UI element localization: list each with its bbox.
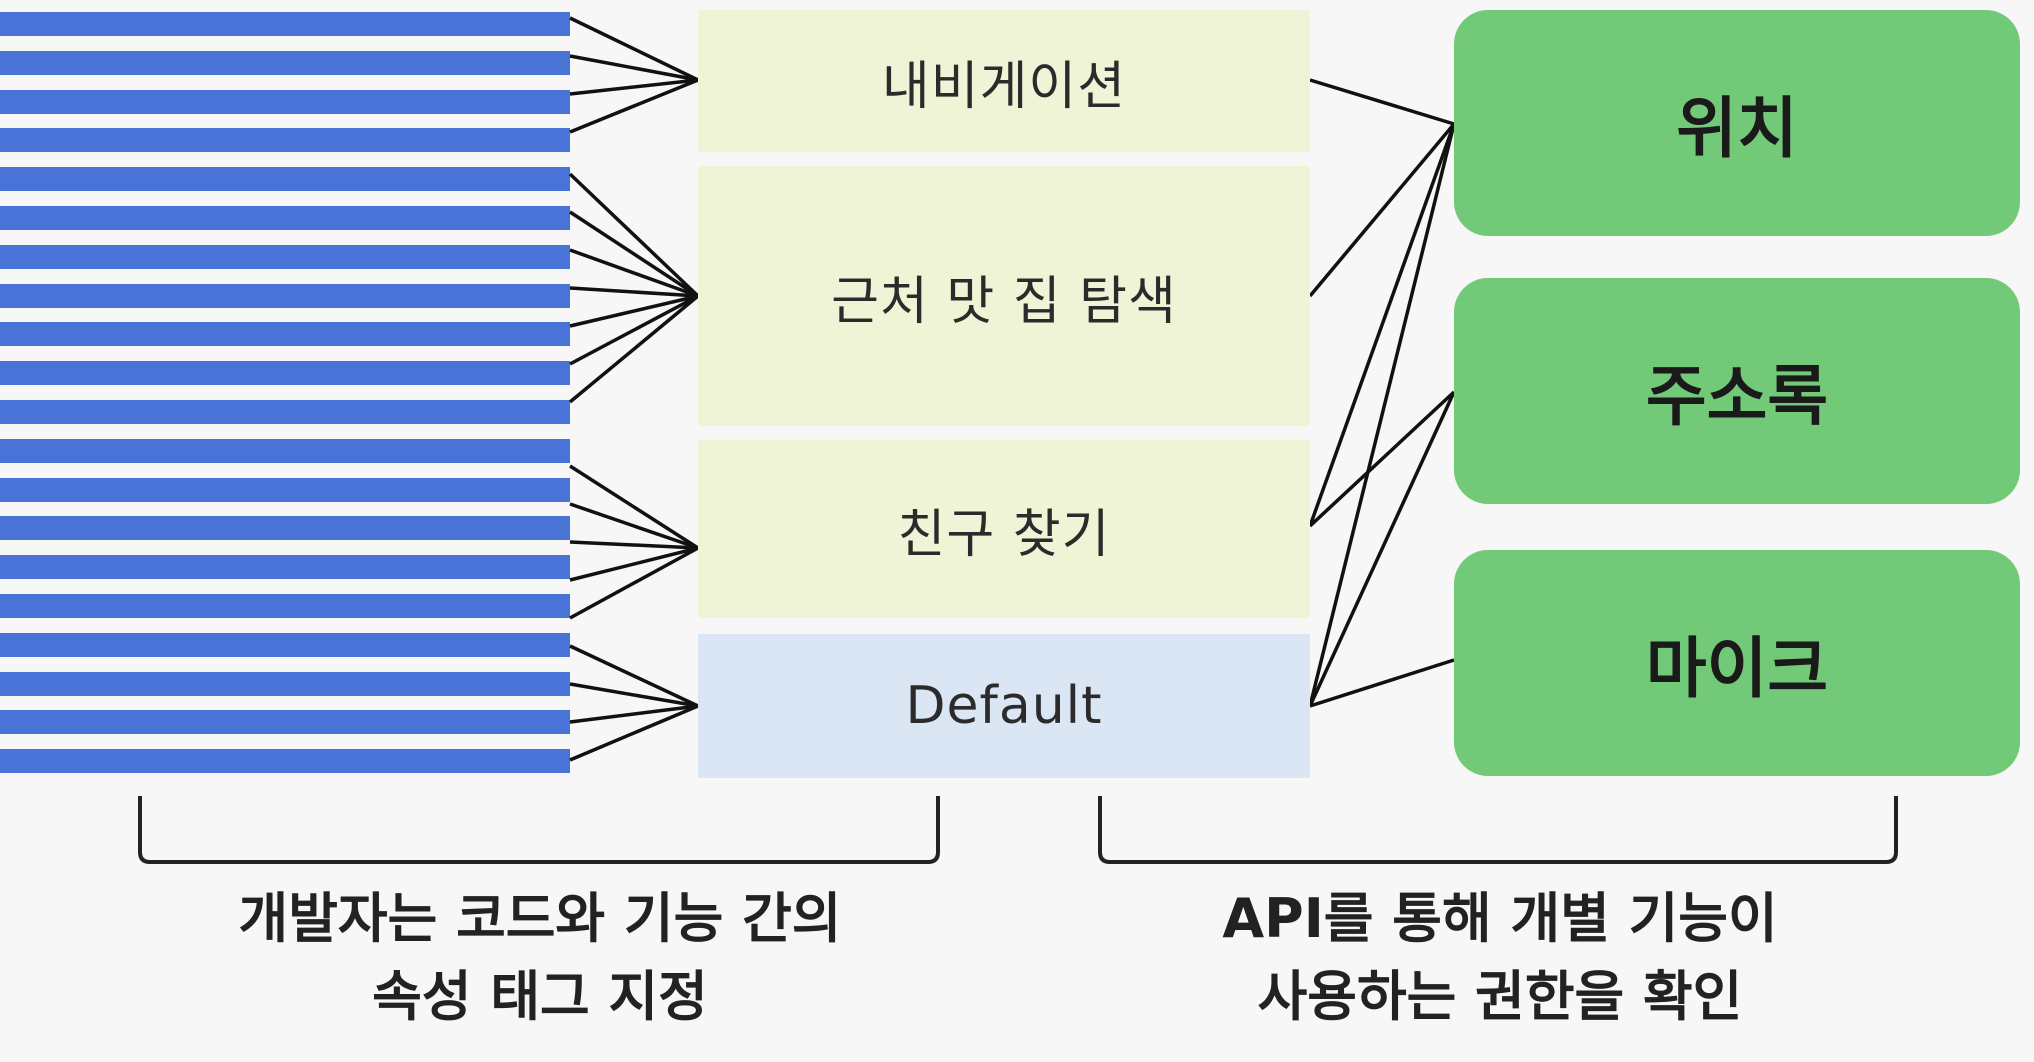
code-line-stripe <box>0 438 570 463</box>
feature-to-permission-line <box>1309 658 1455 708</box>
feature-box-default: Default <box>698 634 1310 778</box>
right-caption-line2: 사용하는 권한을 확인 <box>1257 965 1743 1028</box>
right-caption: API를 통해 개별 기능이 사용하는 권한을 확인 <box>1100 880 1900 1036</box>
code-to-feature-line <box>569 682 699 708</box>
code-line-stripe <box>0 361 570 386</box>
permission-label-contacts: 주소록 <box>1645 358 1829 435</box>
code-to-feature-line <box>569 644 699 708</box>
feature-label-navigation: 내비게이션 <box>881 56 1127 117</box>
code-line-stripe <box>0 671 570 696</box>
code-line-stripe <box>0 594 570 618</box>
code-line-stripe <box>0 555 570 580</box>
feature-to-permission-line <box>1309 78 1455 126</box>
code-line-stripe <box>0 50 570 75</box>
code-line-stripe <box>0 710 570 735</box>
permission-box-microphone: 마이크 <box>1454 550 2020 776</box>
code-to-feature-line <box>569 16 699 82</box>
permission-label-microphone: 마이크 <box>1645 630 1829 707</box>
code-to-feature-line <box>569 540 699 550</box>
feature-to-permission-line <box>1308 123 1456 707</box>
feature-label-find-friends: 친구 찾기 <box>897 504 1111 565</box>
code-line-stripe <box>0 89 570 114</box>
code-to-feature-line <box>569 464 699 550</box>
right-bracket <box>1098 796 1898 864</box>
feature-to-permission-line <box>1308 122 1456 298</box>
code-to-feature-line <box>568 294 700 404</box>
code-to-feature-line <box>568 172 700 298</box>
code-to-feature-line <box>569 546 699 582</box>
feature-label-default: Default <box>905 676 1103 736</box>
code-to-feature-line <box>569 294 699 366</box>
permission-box-contacts: 주소록 <box>1454 278 2020 504</box>
code-to-feature-line <box>569 294 699 328</box>
feature-box-navigation: 내비게이션 <box>698 10 1310 152</box>
code-line-stripe <box>0 400 570 424</box>
permission-label-location: 위치 <box>1676 90 1798 167</box>
code-to-feature-line <box>569 210 699 298</box>
left-caption-line1: 개발자는 코드와 기능 간의 <box>238 887 842 950</box>
feature-box-nearby-food: 근처 맛 집 탐색 <box>698 166 1310 426</box>
feature-box-find-friends: 친구 찾기 <box>698 440 1310 618</box>
feature-to-permission-line <box>1308 391 1456 707</box>
code-to-feature-line <box>569 704 699 724</box>
code-line-stripe <box>0 516 570 541</box>
code-to-feature-line <box>569 546 699 620</box>
code-line-stripe <box>0 477 570 502</box>
code-line-stripe <box>0 167 570 192</box>
code-line-stripe <box>0 244 570 269</box>
right-caption-line1: API를 통해 개별 기능이 <box>1222 887 1778 950</box>
code-line-stripe <box>0 206 570 230</box>
left-caption-line2: 속성 태그 지정 <box>372 965 708 1028</box>
feature-to-permission-line <box>1308 123 1456 527</box>
code-line-stripe <box>0 749 570 774</box>
left-bracket <box>138 796 940 864</box>
code-to-feature-line <box>569 286 699 298</box>
permission-box-location: 위치 <box>1454 10 2020 236</box>
code-line-stripe <box>0 632 570 657</box>
code-line-stripe <box>0 128 570 153</box>
code-to-feature-line <box>569 54 699 82</box>
code-line-stripe <box>0 283 570 308</box>
code-to-feature-line <box>569 78 699 134</box>
code-line-stripe <box>0 322 570 347</box>
feature-to-permission-line <box>1308 390 1456 528</box>
code-to-feature-line <box>569 502 699 550</box>
feature-label-nearby-food: 근처 맛 집 탐색 <box>831 271 1177 332</box>
code-to-feature-line <box>569 248 699 298</box>
left-caption: 개발자는 코드와 기능 간의 속성 태그 지정 <box>140 880 940 1036</box>
code-line-stripe <box>0 12 570 36</box>
code-to-feature-line <box>569 78 699 96</box>
code-to-feature-line <box>569 704 699 762</box>
